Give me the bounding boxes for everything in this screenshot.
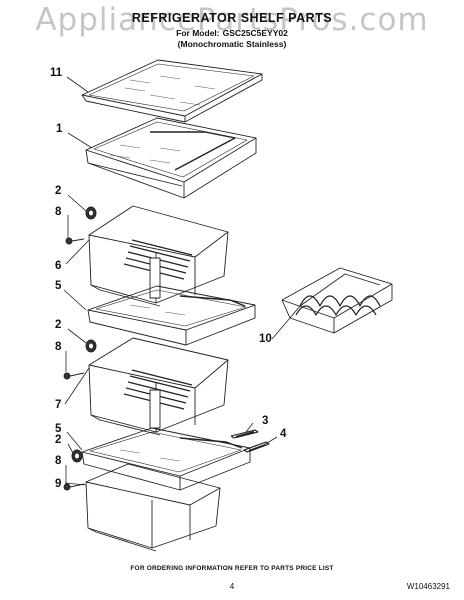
knob-2b-drawing xyxy=(85,339,97,353)
watermark: AppliancePartsPros.com xyxy=(35,2,429,38)
shelf-5a-drawing xyxy=(87,285,256,346)
shelf-1-drawing xyxy=(85,117,257,199)
callout-10: 10 xyxy=(259,333,272,345)
callout-2: 2 xyxy=(55,434,62,446)
rail-3-drawing xyxy=(230,429,259,439)
rail-4-drawing xyxy=(243,441,270,453)
callout-5: 5 xyxy=(55,280,62,292)
shelf-5b-drawing xyxy=(81,427,251,491)
page-title: REFRIGERATOR SHELF PARTS xyxy=(131,11,333,25)
callout-3: 3 xyxy=(262,415,269,427)
callout-4: 4 xyxy=(280,428,287,440)
model-line: For Model:GSC25C5EYY02 xyxy=(0,28,464,38)
callout-1: 1 xyxy=(56,123,63,135)
callout-8: 8 xyxy=(55,341,62,353)
wine-rack-10-drawing xyxy=(281,267,393,334)
callout-7: 7 xyxy=(55,399,62,411)
screw-8a-drawing xyxy=(65,237,85,245)
callout-2: 2 xyxy=(55,185,62,197)
callout-8: 8 xyxy=(55,455,62,467)
drawer-6-drawing xyxy=(88,205,229,307)
model-number: GSC25C5EYY02 xyxy=(222,28,288,38)
callout-5: 5 xyxy=(55,423,62,435)
drawer-7-drawing xyxy=(88,337,229,436)
screw-8b-drawing xyxy=(63,372,85,380)
leader-lines xyxy=(63,76,291,486)
subtitle: (Monochromatic Stainless) xyxy=(177,39,287,49)
callout-8: 8 xyxy=(55,206,62,218)
shelf-11-drawing xyxy=(81,59,263,123)
knob-2c-drawing xyxy=(71,449,83,463)
document-number: W10463291 xyxy=(406,582,450,591)
model-prefix: For Model: xyxy=(176,28,220,38)
page-number: 4 xyxy=(229,582,235,591)
callout-11: 11 xyxy=(50,67,63,79)
ordering-note: FOR ORDERING INFORMATION REFER TO PARTS … xyxy=(130,565,334,572)
callout-6: 6 xyxy=(55,260,62,272)
knob-2a-drawing xyxy=(85,206,97,220)
drawer-9-drawing xyxy=(85,463,221,552)
callout-2: 2 xyxy=(55,319,62,331)
callout-9: 9 xyxy=(55,478,62,490)
